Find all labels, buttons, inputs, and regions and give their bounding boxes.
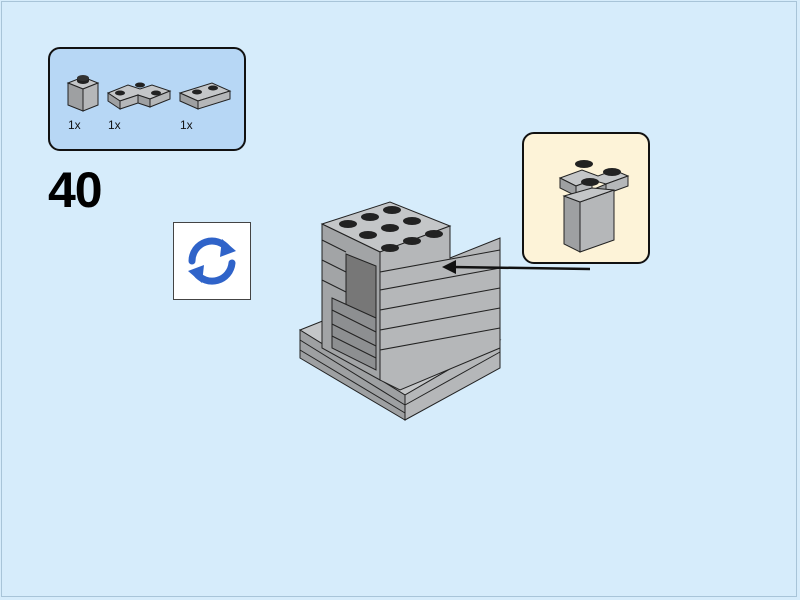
part-quantity: 1x (108, 118, 121, 132)
rotate-model-hint (173, 222, 251, 300)
brick-1x1-icon (66, 75, 100, 112)
brick-with-corner-plate-icon (558, 160, 630, 253)
step-number: 40 (48, 162, 103, 218)
parts-list-callout: 1x 1x 1x (48, 47, 246, 151)
part-quantity: 1x (180, 118, 193, 132)
placement-arrow-icon (442, 260, 591, 274)
plate-corner-2x2-icon (106, 82, 172, 110)
part-quantity: 1x (68, 118, 81, 132)
plate-1x2-icon (178, 82, 232, 110)
rotate-model-icon (188, 237, 236, 285)
model-assembly (298, 201, 502, 421)
subassembly-callout (522, 132, 650, 264)
